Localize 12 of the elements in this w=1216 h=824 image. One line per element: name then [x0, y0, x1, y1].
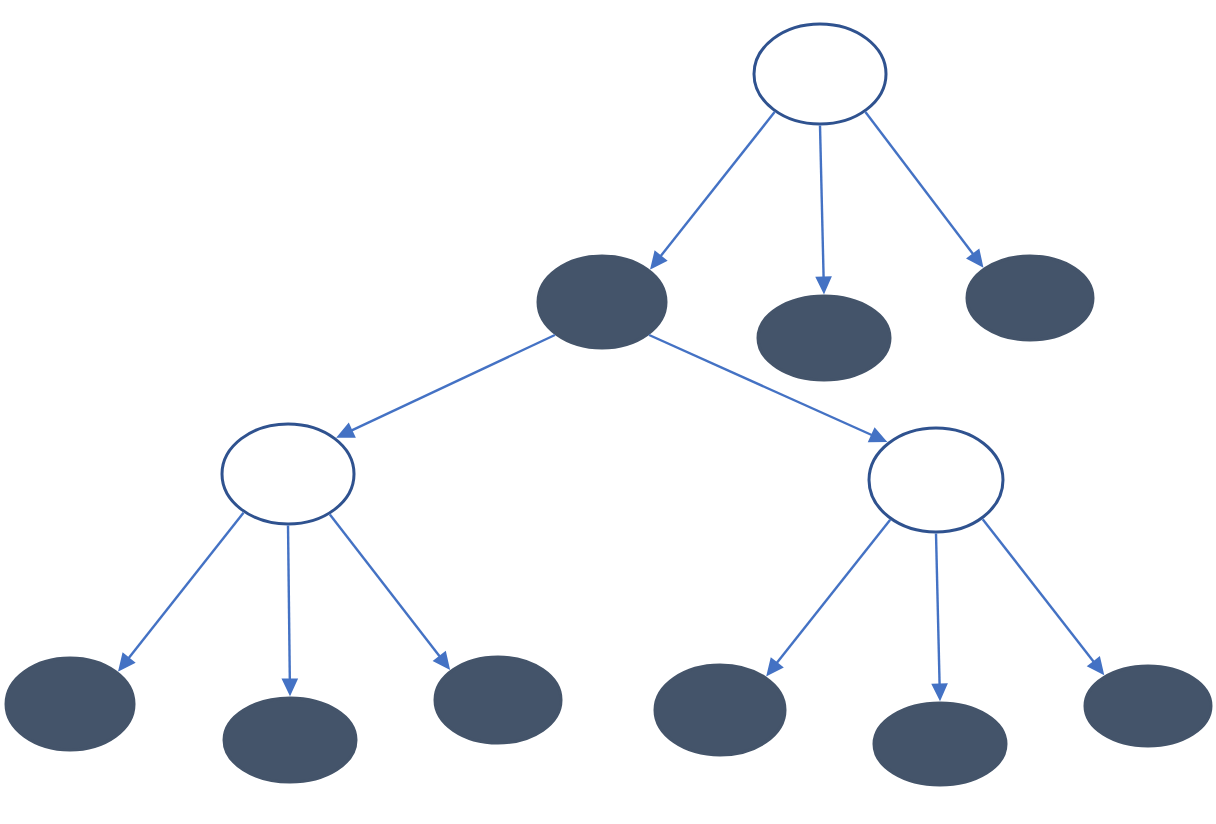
outlined-ellipse: [752, 22, 888, 126]
filled-ellipse: [756, 294, 892, 382]
filled-ellipse: [653, 663, 787, 757]
filled-ellipse: [536, 254, 668, 350]
filled-ellipse: [4, 656, 136, 752]
filled-ellipse: [965, 254, 1095, 342]
filled-ellipse: [872, 701, 1008, 787]
outlined-ellipse: [220, 422, 356, 526]
filled-ellipse: [222, 696, 358, 784]
outlined-ellipse: [867, 426, 1005, 534]
filled-ellipse: [433, 655, 563, 745]
filled-ellipse: [1083, 664, 1213, 748]
